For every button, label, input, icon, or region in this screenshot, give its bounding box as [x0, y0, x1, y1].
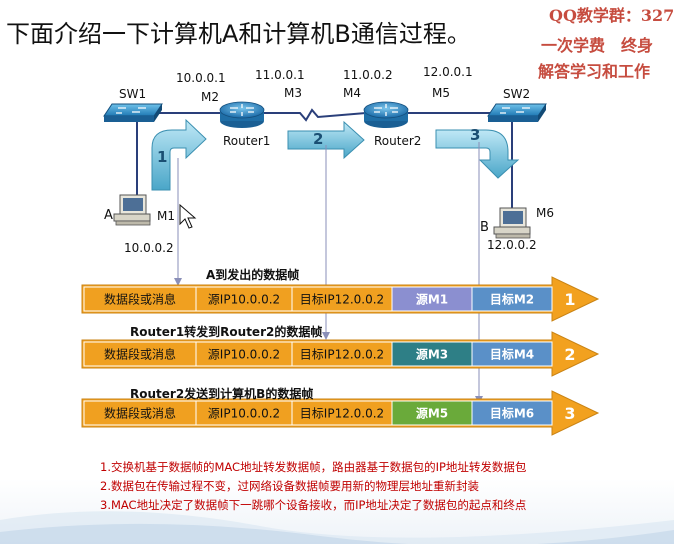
frame-3-number: 3 [564, 404, 575, 423]
slide-swoosh-2 [0, 523, 674, 544]
frame-3-text-dst-mac: 目标M6 [490, 406, 534, 421]
frame-1: 数据段或消息 源IP10.0.0.2 目标IP12.0.0.2 源M1 目标M2 1 [81, 276, 600, 322]
label-ip-m4: 11.0.0.2 [343, 68, 393, 82]
computer-a-icon [113, 194, 151, 226]
frame-1-cell-src-mac [391, 286, 473, 312]
label-port-m2: M2 [201, 90, 219, 104]
step-1-number: 1 [157, 148, 168, 166]
label-ip-m5: 12.0.0.1 [423, 65, 473, 79]
router2-icon [363, 101, 409, 128]
label-host-b: B [480, 220, 489, 235]
frame-2-text-src-ip: 源IP10.0.0.2 [208, 348, 280, 362]
frame-3-text-src-mac: 源M5 [416, 406, 448, 421]
label-ip-m2: 10.0.0.1 [176, 71, 226, 85]
frame-1-text-dst-ip: 目标IP12.0.0.2 [300, 293, 384, 307]
frame-2-cell-dst-ip [291, 341, 393, 367]
note-3: 3.MAC地址决定了数据帧下一跳哪个设备接收，而IP地址决定了数据包的起点和终点 [100, 498, 527, 512]
label-port-m4: M4 [343, 86, 361, 100]
frame-1-text-data: 数据段或消息 [104, 292, 176, 307]
frame-1-number: 1 [564, 290, 575, 309]
frame-3-title: Router2发送到计算机B的数据帧 [130, 387, 314, 401]
watermark-line-3: 解答学习和工作 [538, 62, 651, 81]
frame-2-text-data: 数据段或消息 [104, 347, 176, 362]
frame-2-title: Router1转发到Router2的数据帧 [130, 325, 323, 339]
frame-2-number: 2 [564, 345, 575, 364]
computer-b-icon [493, 207, 531, 239]
step-3-arrow [435, 129, 520, 179]
label-port-m3: M3 [284, 86, 302, 100]
frame-3-text-data: 数据段或消息 [104, 406, 176, 421]
label-port-m5: M5 [432, 86, 450, 100]
links [136, 108, 513, 208]
frame-3-text-src-ip: 源IP10.0.0.2 [208, 407, 280, 421]
router1-icon [219, 101, 265, 128]
frame-3-cell-src-mac [391, 400, 473, 426]
frame-2: 数据段或消息 源IP10.0.0.2 目标IP12.0.0.2 源M3 目标M4 2 [81, 331, 600, 377]
label-sw1: SW1 [119, 87, 147, 101]
frame-2-cell-dst-mac [471, 341, 553, 367]
switch-sw1-icon [103, 103, 163, 122]
watermark-line-2: 一次学费 终身 [541, 36, 654, 55]
watermark-line-1: QQ教学群：327 [549, 6, 674, 25]
frame-2-text-dst-ip: 目标IP12.0.0.2 [300, 348, 384, 362]
frame-2-cell-src-mac [391, 341, 473, 367]
frame-2-text-src-mac: 源M3 [416, 347, 448, 362]
frame-1-text-src-ip: 源IP10.0.0.2 [208, 293, 280, 307]
label-host-a: A [104, 208, 113, 223]
page-title: 下面介绍一下计算机A和计算机B通信过程。 [6, 20, 471, 48]
label-port-m6: M6 [536, 206, 554, 220]
frame-1-cell-dst-mac [471, 286, 553, 312]
frame-3-cell-dst-ip [291, 400, 393, 426]
label-ip-b: 12.0.0.2 [487, 238, 537, 252]
step-1-arrow [151, 118, 207, 191]
label-router1: Router1 [223, 134, 271, 148]
label-port-m1: M1 [157, 209, 175, 223]
note-2: 2.数据包在传输过程不变，过网络设备数据帧要用新的物理层地址重新封装 [100, 479, 479, 493]
label-ip-m3: 11.0.0.1 [255, 68, 305, 82]
notes: 1.交换机基于数据帧的MAC地址转发数据帧，路由器基于数据包的IP地址转发数据包… [100, 458, 526, 515]
frame-3-text-dst-ip: 目标IP12.0.0.2 [300, 407, 384, 421]
frame-3: 数据段或消息 源IP10.0.0.2 目标IP12.0.0.2 源M5 目标M6 3 [81, 390, 600, 436]
frame-1-text-dst-mac: 目标M2 [490, 292, 534, 307]
step-2-number: 2 [313, 130, 324, 148]
note-1: 1.交换机基于数据帧的MAC地址转发数据帧，路由器基于数据包的IP地址转发数据包 [100, 460, 527, 474]
mouse-cursor-icon [179, 203, 197, 229]
label-ip-a: 10.0.0.2 [124, 241, 174, 255]
link-router1-router2 [262, 108, 367, 122]
step-2-arrow [287, 120, 365, 160]
step-3-number: 3 [470, 126, 481, 144]
frame-3-cell-data [83, 400, 197, 426]
frame-2-cell-data [83, 341, 197, 367]
frame-2-cell-src-ip [195, 341, 293, 367]
frame-1-title: A到发出的数据帧 [206, 268, 300, 282]
frame-1-cell-src-ip [195, 286, 293, 312]
label-sw2: SW2 [503, 87, 531, 101]
frame-2-text-dst-mac: 目标M4 [490, 347, 534, 362]
switch-sw2-icon [487, 103, 547, 122]
frame-1-cell-dst-ip [291, 286, 393, 312]
label-router2: Router2 [374, 134, 422, 148]
frame-1-text-src-mac: 源M1 [416, 292, 448, 307]
frame-3-cell-dst-mac [471, 400, 553, 426]
